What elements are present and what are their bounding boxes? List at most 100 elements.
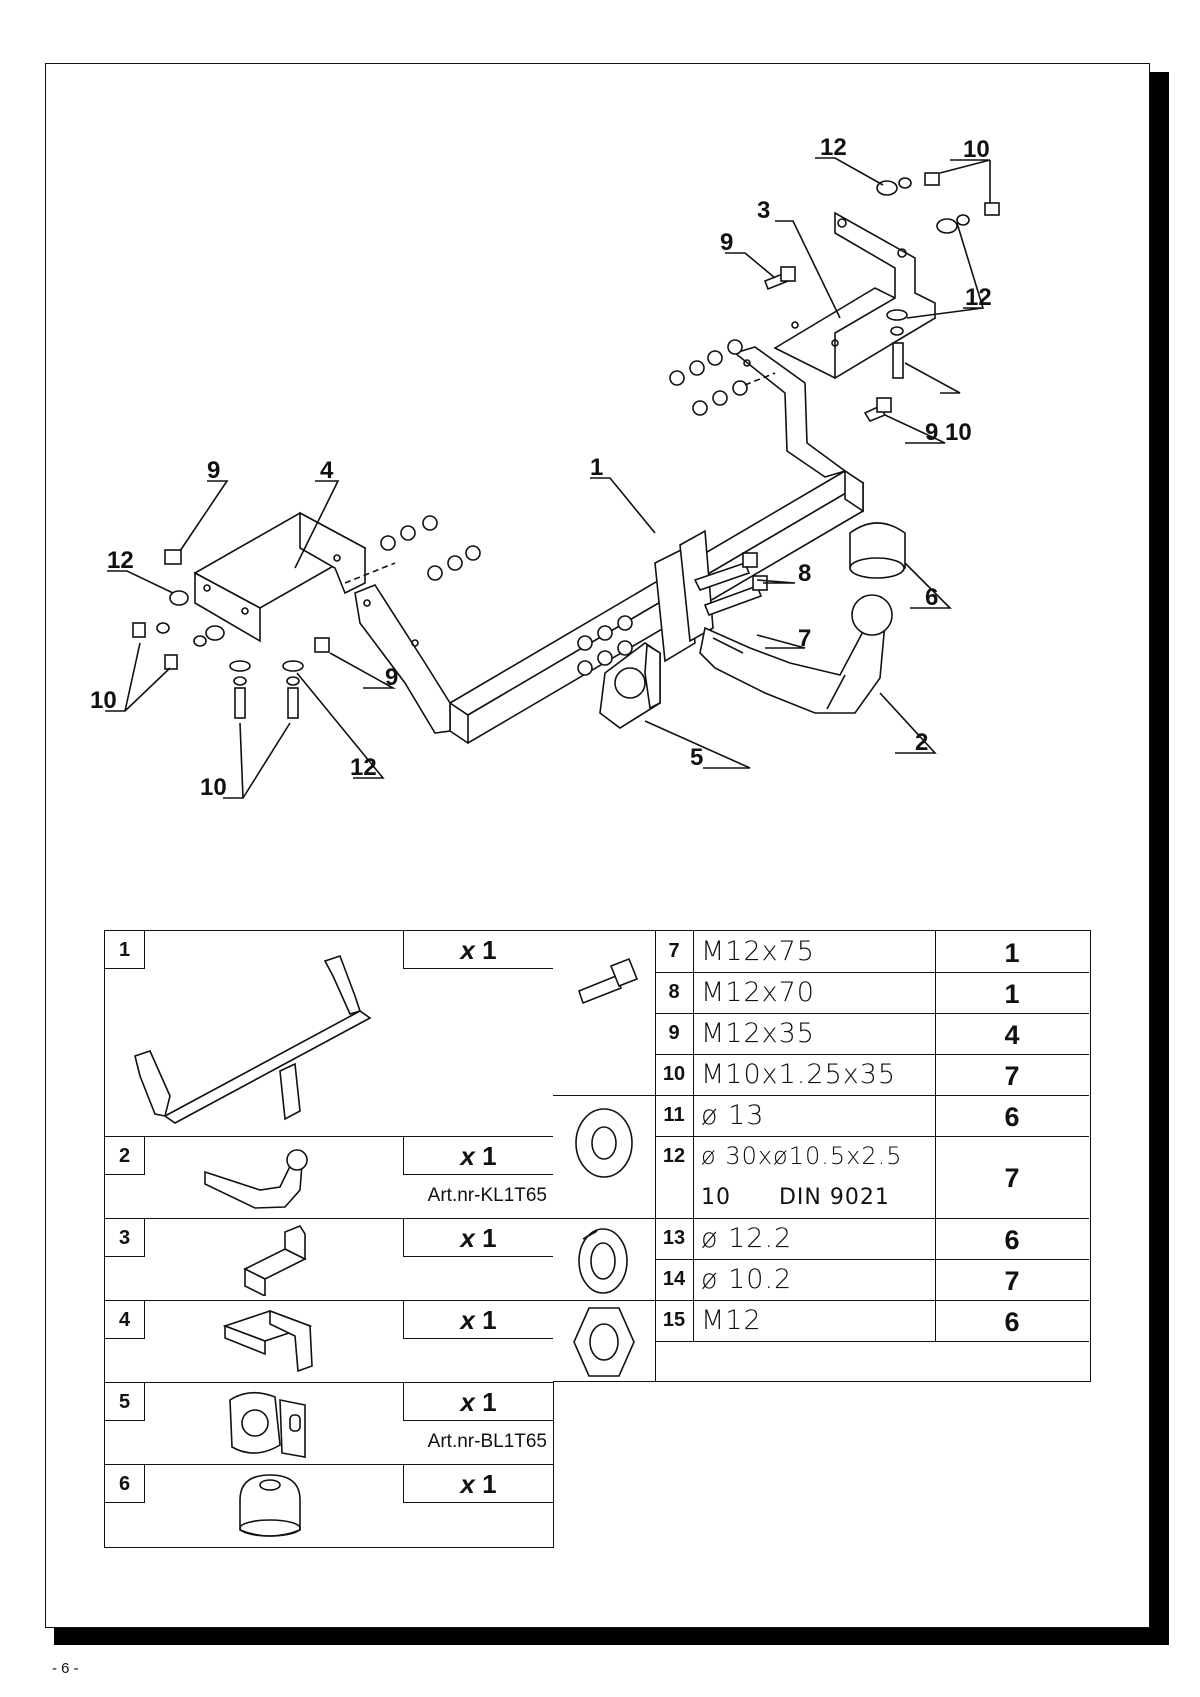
hardware-spec: M12 [701,1305,762,1336]
callout-2: 2 [915,729,928,756]
part-number: 5 [105,1383,145,1421]
callout-10-bottom: 10 [200,774,227,801]
hardware-number: 12 [662,1145,686,1167]
part-row-6: 6 x 1 [105,1465,553,1547]
fastener-stack-left [344,515,481,584]
socket-plate-part-5 [599,642,661,729]
hardware-spec-secondary: 10 DIN 9021 [701,1185,890,1210]
hardware-number: 15 [662,1309,686,1331]
row-divider [655,1013,1089,1014]
hex-nut-icon [573,1307,635,1377]
hardware-spec: ø 30xø10.5x2.5 [701,1142,903,1170]
callout-12-top: 12 [820,134,847,161]
ball-cap-thumbnail [239,1474,301,1537]
callout-10-top: 10 [963,136,990,163]
fastener-stack-center [577,615,633,676]
quantity-label: x 1 [403,931,553,969]
callout-3: 3 [757,197,770,224]
hardware-number: 7 [668,940,680,962]
hardware-number: 9 [668,1022,680,1044]
hardware-count: 6 [1004,1102,1020,1132]
socket-plate-thumbnail [229,1391,306,1458]
crossbar-thumbnail [134,954,372,1124]
bolt-icon [578,957,639,1005]
row-divider [655,1341,1089,1342]
hardware-spec: ø 12.2 [701,1223,793,1254]
hardware-number: 11 [663,1104,685,1126]
row-divider [655,972,1089,973]
hardware-count: 4 [1004,1020,1020,1050]
hardware-spec: M10x1.25x35 [701,1059,897,1090]
hardware-count: 6 [1004,1225,1020,1255]
hardware-spec: ø 10.2 [701,1264,793,1295]
bracket-part-3 [773,211,937,380]
bolts [132,172,1000,719]
fastener-stack-top [669,339,776,416]
crossbar-part-1 [354,346,865,745]
callout-6: 6 [925,584,938,611]
exploded-assembly-diagram: 1 2 3 4 5 6 7 8 9 9 9 9 10 10 10 12 12 1… [90,134,1000,801]
ball-neck-thumbnail [204,1149,308,1209]
part-row-1: 1 x 1 [105,931,553,1137]
part-row-3: 3 x 1 [105,1219,553,1301]
part-number: 1 [105,931,145,969]
leader-lines [105,157,991,799]
quantity-label: x 1 [403,1383,553,1421]
hardware-count: 7 [1004,1061,1020,1091]
quantity-label: x 1 [403,1465,553,1503]
part-number: 3 [105,1219,145,1257]
group-divider [553,1300,1089,1301]
quantity-label: x 1 [403,1301,553,1339]
row-divider [655,1136,1089,1137]
bracket-3-thumbnail [243,1225,307,1296]
callout-10-right: 10 [945,419,972,446]
spring-washer-icon [578,1228,628,1294]
ball-neck-part-2 [699,594,893,714]
group-divider [553,1095,1089,1096]
group-divider [553,1218,1089,1219]
hardware-count: 7 [1004,1163,1020,1193]
quantity-label: x 1 [403,1137,553,1175]
hardware-number: 10 [662,1063,686,1085]
hardware-count: 6 [1004,1307,1020,1337]
callout-1: 1 [590,454,603,481]
hardware-number: 8 [668,981,680,1003]
hardware-number: 13 [662,1227,686,1249]
parts-table: 1 x 1 2 x 1 Art.nr-KL1T65 3 x 1 4 x 1 [104,930,554,1548]
callout-5: 5 [690,744,703,771]
part-number: 6 [105,1465,145,1503]
hardware-count: 1 [1004,979,1020,1009]
callout-12-bottom: 12 [350,754,377,781]
hardware-spec: M12x35 [701,1018,815,1049]
hardware-spec: M12x70 [701,977,815,1008]
hardware-count: 7 [1004,1266,1020,1296]
callout-9-right: 9 [925,419,938,446]
part-row-5: 5 x 1 Art.nr-BL1T65 [105,1383,553,1465]
row-divider [655,1259,1089,1260]
hardware-number: 14 [662,1268,686,1290]
article-number: Art.nr-KL1T65 [427,1185,547,1206]
callout-12-left: 12 [107,547,134,574]
callout-10-left: 10 [90,687,117,714]
part-number: 2 [105,1137,145,1175]
page-number: - 6 - [52,1660,79,1677]
part-number: 4 [105,1301,145,1339]
column-divider [655,931,656,1381]
row-divider [655,1054,1089,1055]
bracket-part-4 [193,511,367,643]
washers [156,177,970,686]
callout-7: 7 [798,625,811,652]
callout-8: 8 [798,560,811,587]
hardware-spec: M12x75 [701,936,815,967]
flat-washer-icon [575,1108,633,1178]
part-row-4: 4 x 1 [105,1301,553,1383]
callout-4: 4 [320,457,334,484]
part-row-2: 2 x 1 Art.nr-KL1T65 [105,1137,553,1219]
article-number: Art.nr-BL1T65 [427,1431,547,1452]
callout-9-top: 9 [720,229,733,256]
hardware-table: 7 M12x75 1 8 M12x70 1 9 M12x35 4 10 M10x… [553,930,1091,1382]
hardware-count: 1 [1004,938,1020,968]
callout-9-left: 9 [207,457,220,484]
hardware-spec: ø 13 [701,1100,765,1131]
quantity-label: x 1 [403,1219,553,1257]
